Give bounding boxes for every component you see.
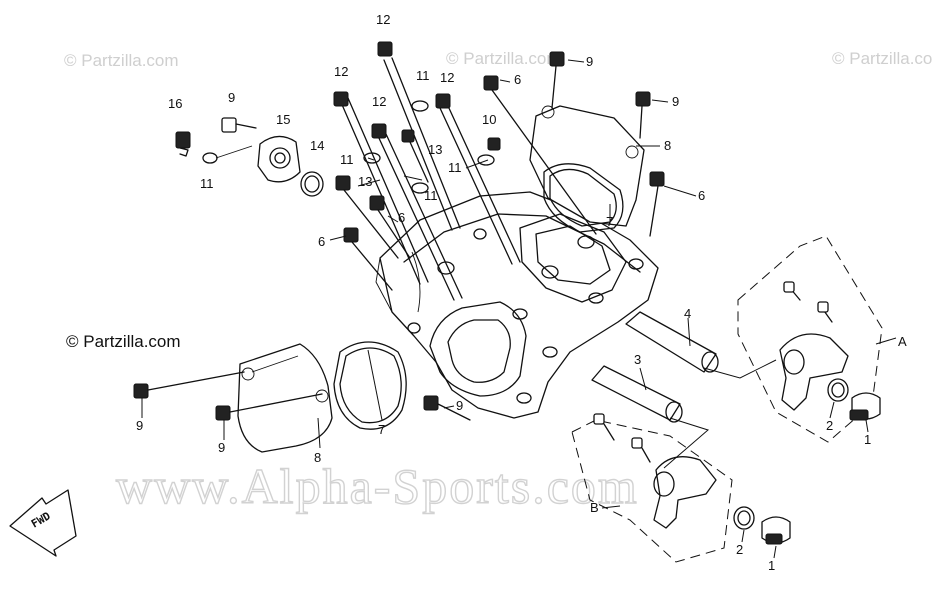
left-cover-plate: [237, 343, 333, 453]
callout-14: 14: [310, 138, 324, 153]
callout-6: 6: [514, 72, 521, 87]
callout-9: 9: [672, 94, 679, 109]
callout-13: 13: [428, 142, 442, 157]
callout-6: 6: [398, 210, 405, 225]
callout-11: 11: [448, 160, 462, 175]
callout-9: 9: [456, 398, 463, 413]
callout-12: 12: [440, 70, 454, 85]
callout-numbers: 12 12 12 12 11 11 11 11 11 16 9 15 14 13…: [136, 12, 907, 573]
left-cover-gasket: [333, 341, 407, 430]
callout-3: 3: [634, 352, 641, 367]
callout-7: 7: [378, 422, 385, 437]
top-cover-gasket: [543, 163, 624, 233]
long-bolts: [333, 41, 521, 301]
callout-4: 4: [684, 306, 691, 321]
oring-14: [300, 171, 324, 197]
callout-6: 6: [318, 234, 325, 249]
callout-A: A: [898, 334, 907, 349]
cylinder-head: [375, 191, 659, 419]
callout-10: 10: [482, 112, 496, 127]
callout-12: 12: [334, 64, 348, 79]
sensor-16: [175, 131, 191, 157]
callout-2: 2: [826, 418, 833, 433]
watermark-top-center: © Partzilla.com: [446, 49, 561, 68]
watermark-top-right: © Partzilla.com: [832, 49, 933, 68]
watermark-top-left: © Partzilla.com: [64, 51, 179, 70]
rocker-assembly-b: [571, 413, 791, 563]
callout-11: 11: [200, 176, 214, 191]
callout-B: B: [590, 500, 599, 515]
callout-2: 2: [736, 542, 743, 557]
callout-15: 15: [276, 112, 290, 127]
callout-12: 12: [376, 12, 390, 27]
callout-9: 9: [228, 90, 235, 105]
callout-12: 12: [372, 94, 386, 109]
callout-9: 9: [586, 54, 593, 69]
callout-8: 8: [314, 450, 321, 465]
rocker-assembly-a: [737, 235, 883, 443]
callout-13: 13: [358, 174, 372, 189]
washers: [202, 100, 495, 194]
washer-leader-11: [215, 145, 253, 159]
callout-6: 6: [698, 188, 705, 203]
short-bolts: [133, 51, 665, 421]
callout-9: 9: [136, 418, 143, 433]
shaft-4: [625, 311, 719, 373]
callout-11: 11: [340, 152, 354, 167]
callout-11: 11: [416, 68, 430, 83]
callout-9: 9: [218, 440, 225, 455]
callout-7: 7: [606, 214, 613, 229]
leader-lines: [141, 59, 897, 559]
callout-16: 16: [168, 96, 182, 111]
watermark-alpha-sports: www.Alpha-Sports.com: [116, 458, 639, 514]
callout-11: 11: [424, 188, 438, 203]
shaft-3: [591, 365, 683, 423]
callout-8: 8: [664, 138, 671, 153]
housing-15: [257, 135, 301, 183]
copyright-notice: © Partzilla.com: [66, 332, 181, 351]
callout-1: 1: [768, 558, 775, 573]
callout-1: 1: [864, 432, 871, 447]
top-cover-plate: [529, 105, 645, 227]
bolt-9-left: [221, 117, 257, 133]
forward-direction-arrow: FWD: [9, 489, 77, 557]
